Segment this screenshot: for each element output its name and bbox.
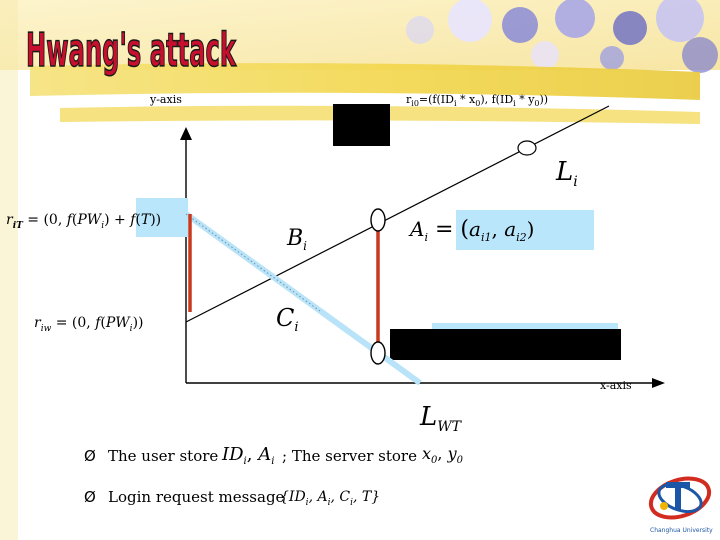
label-Bi: Bi — [286, 226, 307, 253]
bottom-highlight-box — [432, 323, 618, 333]
bullet-1-server: ; The server store — [282, 447, 417, 465]
label-LWT: LWT — [419, 402, 463, 435]
bullet-1: The user store — [108, 447, 218, 465]
bullet-marker-2: Ø — [84, 488, 96, 506]
redaction-box-bottom — [390, 329, 621, 360]
logo-university-name: Changhua University — [650, 527, 713, 534]
point-Ai — [370, 208, 386, 232]
x-axis-arrowhead — [652, 378, 665, 388]
Ai-formula: Ai = (ai1, ai2) — [408, 217, 534, 244]
riT-highlight-box — [136, 198, 188, 237]
label-Li: Li — [555, 157, 578, 190]
point-Ci — [370, 341, 386, 365]
riT-formula: riT = (0, f(PWi) + f(T)) — [6, 212, 161, 231]
Ai-highlight-box — [456, 210, 594, 250]
bullet-1-math-user: IDi, Ai — [221, 444, 274, 467]
bullet-2: Login request message — [108, 488, 285, 506]
university-logo: Changhua University — [648, 476, 713, 534]
ri0-formula: ri0=(f(IDi * x0), f(IDi * y0)) — [406, 93, 548, 108]
x-axis-label: x-axis — [600, 379, 632, 392]
bullet-marker-1: Ø — [84, 447, 96, 465]
riw-formula: riw = (0, f(PWi)) — [34, 315, 144, 334]
slide-title: Hwang's attack — [26, 23, 237, 77]
flowers-decoration — [406, 0, 718, 73]
y-axis-label: y-axis — [149, 93, 182, 106]
bullet-2-math: {IDi, Ai, Ci, T} — [280, 489, 380, 508]
y-axis-arrowhead — [180, 127, 192, 140]
bullet-1-math-server: x0, y0 — [422, 444, 464, 466]
axes — [180, 127, 665, 388]
redaction-box-top — [333, 104, 390, 146]
label-Ci: Ci — [276, 304, 299, 335]
line-Li-endpoint — [517, 140, 537, 156]
line-Li — [185, 105, 610, 323]
